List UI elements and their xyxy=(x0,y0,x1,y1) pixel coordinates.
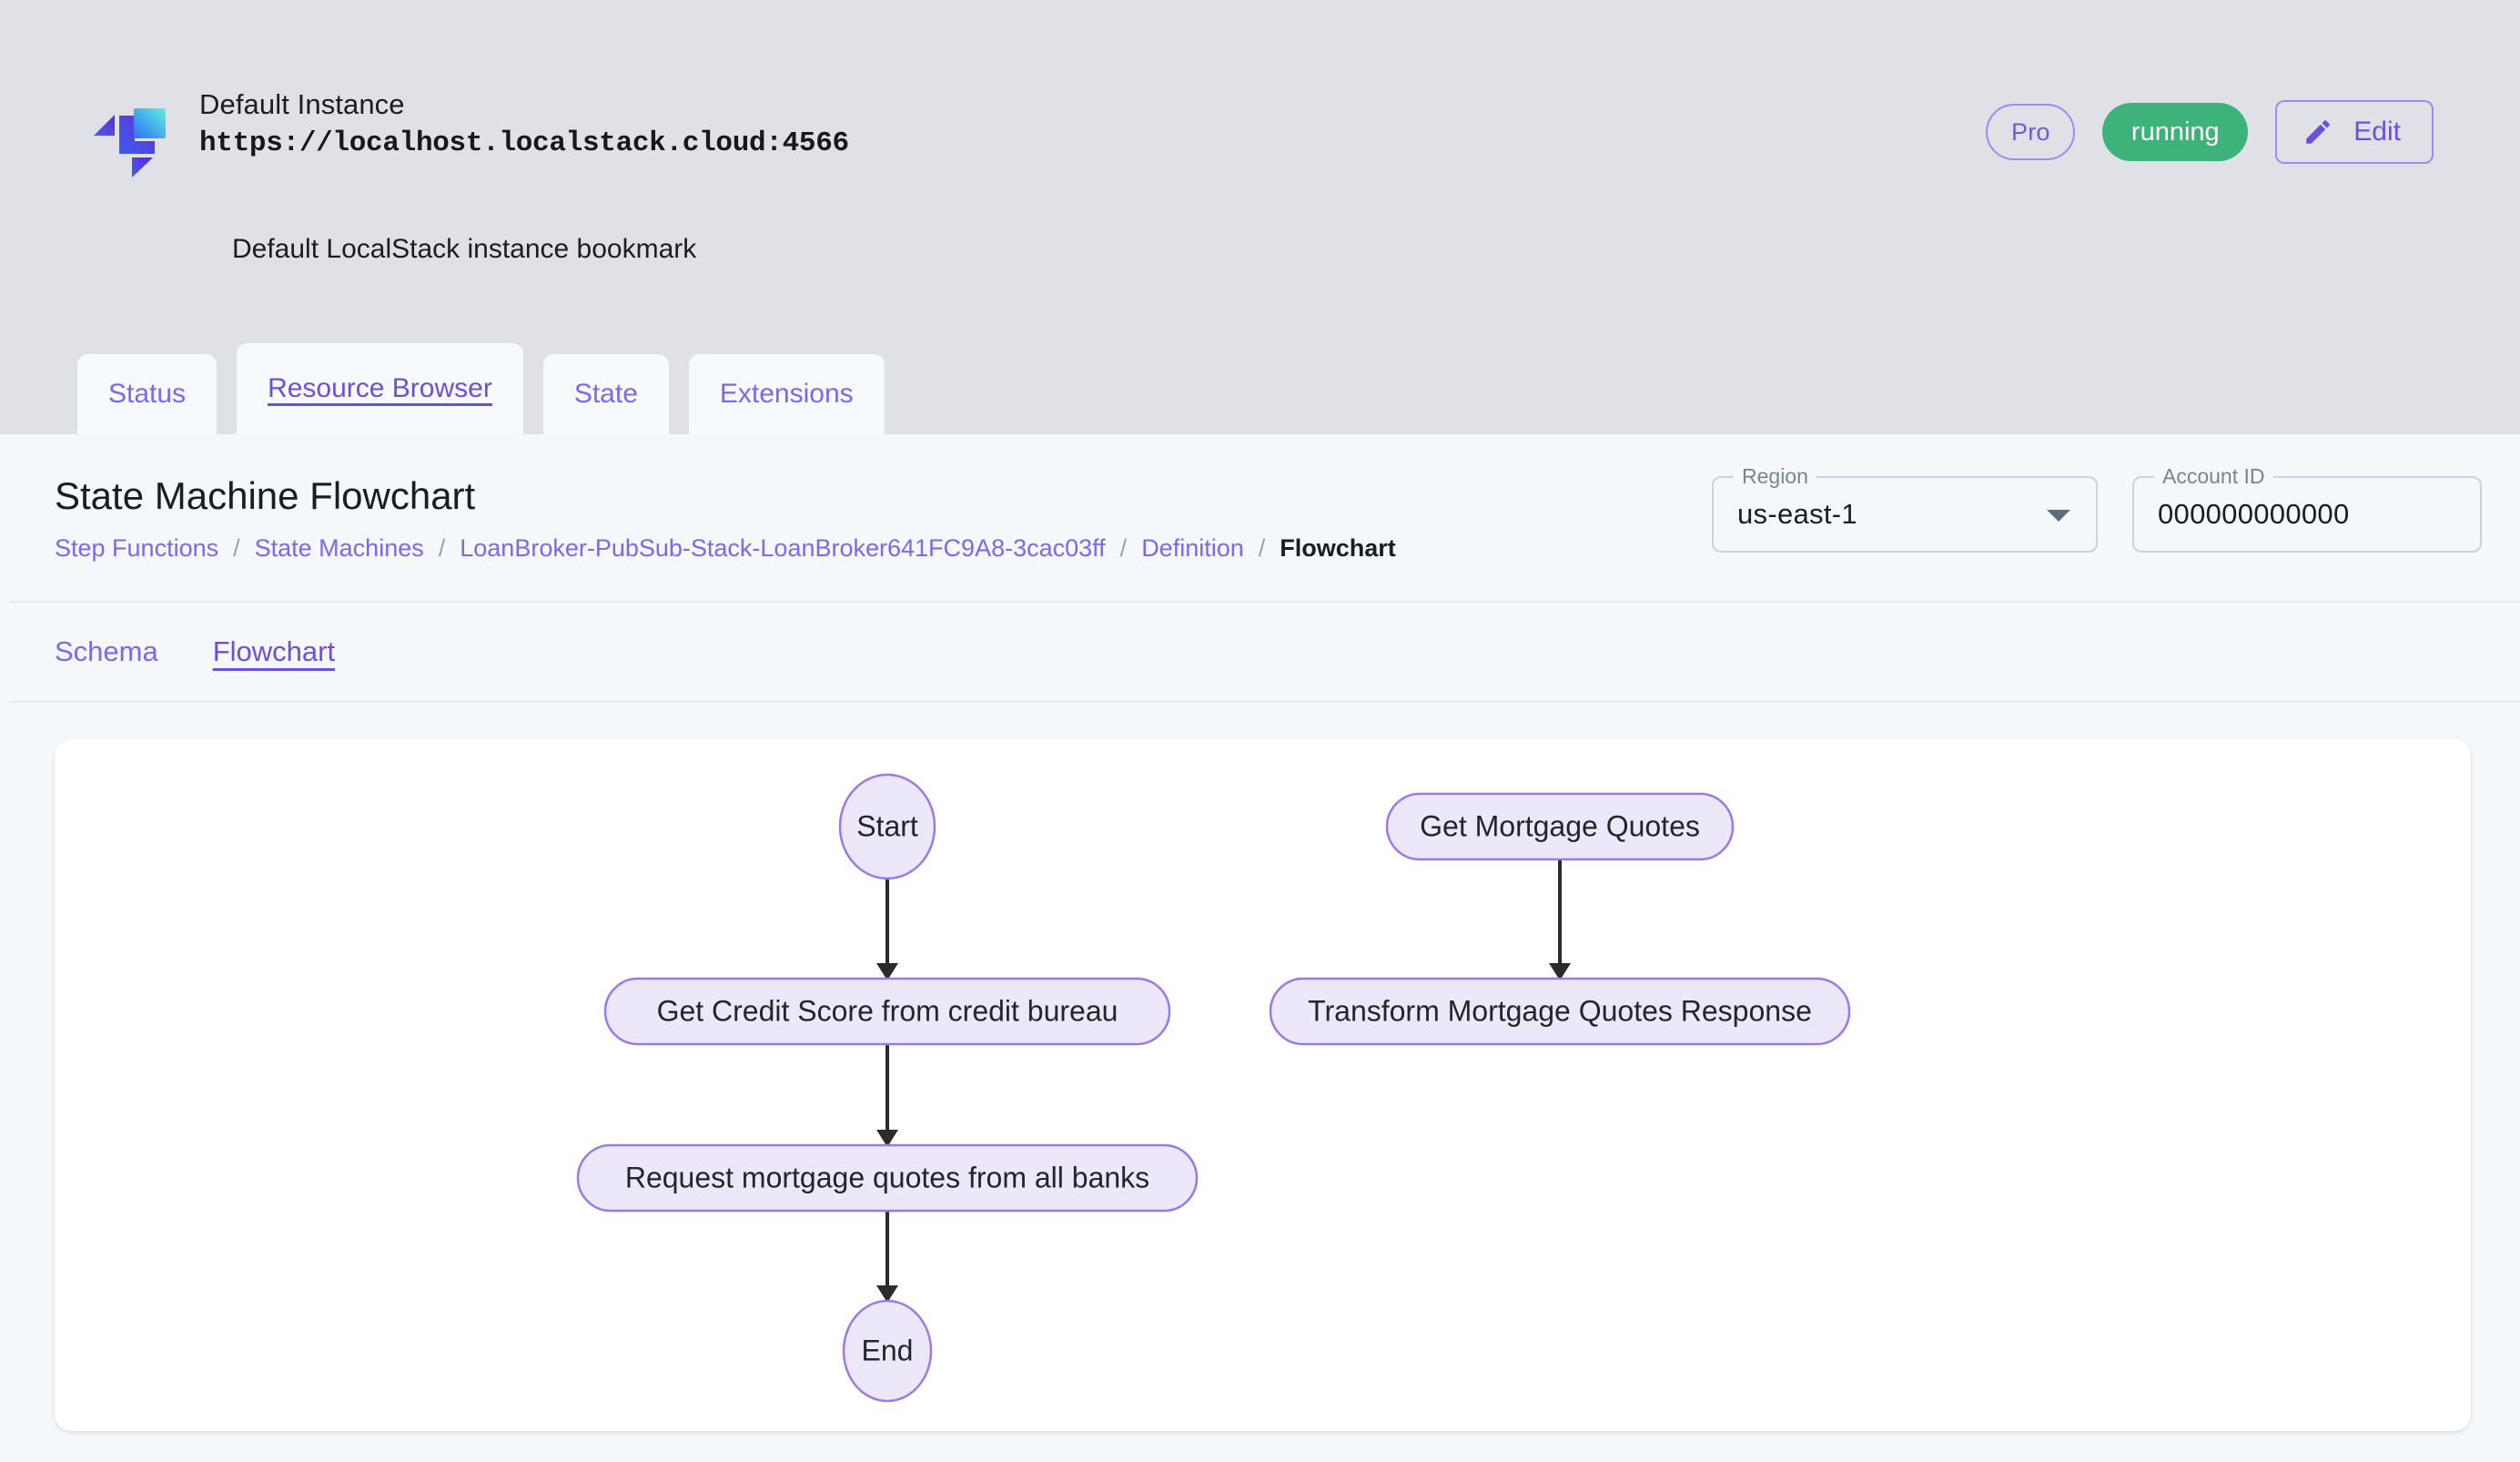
breadcrumb-separator: / xyxy=(1119,534,1128,562)
edit-button-label: Edit xyxy=(2353,117,2401,147)
region-label: Region xyxy=(1734,464,1817,488)
account-id-value: 000000000000 xyxy=(2158,498,2350,530)
edit-button[interactable]: Edit xyxy=(2275,100,2434,164)
account-id-label: Account ID xyxy=(2154,464,2273,488)
instance-description: Default LocalStack instance bookmark xyxy=(232,234,697,264)
subtab-schema[interactable]: Schema xyxy=(55,635,158,667)
flow-node-request-quotes-label: Request mortgage quotes from all banks xyxy=(625,1161,1149,1193)
scope-selectors: Region us-east-1 Account ID 000000000000 xyxy=(1712,464,2482,553)
flow-node-request-quotes[interactable]: Request mortgage quotes from all banks xyxy=(576,1143,1199,1213)
edge-get-mortgage-quotes-to-transform xyxy=(1549,859,1571,980)
flowchart-card: Start Get Credit Score from credit burea… xyxy=(55,739,2471,1431)
pro-badge[interactable]: Pro xyxy=(1986,104,2076,160)
header-actions: Pro running Edit xyxy=(1986,100,2434,164)
breadcrumb-item-definition[interactable]: Definition xyxy=(1141,534,1244,562)
status-badge: running xyxy=(2102,103,2249,161)
flow-node-transform-quotes-label: Transform Mortgage Quotes Response xyxy=(1308,994,1812,1027)
instance-text-block: Default Instance https://localhost.local… xyxy=(199,80,849,164)
edge-request-quotes-to-end xyxy=(876,1211,898,1303)
page-header: State Machine Flowchart Step Functions /… xyxy=(9,434,2520,603)
tab-status[interactable]: Status xyxy=(77,354,218,434)
definition-subtab-bar: Schema Flowchart xyxy=(9,603,2520,703)
flow-node-transform-quotes[interactable]: Transform Mortgage Quotes Response xyxy=(1269,977,1851,1046)
localstack-logo-icon xyxy=(86,86,174,178)
flow-node-get-mortgage-quotes-label: Get Mortgage Quotes xyxy=(1420,809,1700,842)
tab-extensions[interactable]: Extensions xyxy=(688,354,885,434)
flow-node-end-label: End xyxy=(862,1334,914,1366)
tab-state[interactable]: State xyxy=(542,354,669,434)
breadcrumb-separator: / xyxy=(233,534,240,562)
tab-resource-browser[interactable]: Resource Browser xyxy=(237,343,523,434)
breadcrumb-item-step-functions[interactable]: Step Functions xyxy=(55,534,219,562)
breadcrumb-separator: / xyxy=(438,534,446,562)
flow-node-get-credit-score-label: Get Credit Score from credit bureau xyxy=(657,994,1118,1027)
subtab-flowchart[interactable]: Flowchart xyxy=(212,635,336,667)
pencil-icon xyxy=(2302,117,2333,147)
region-value: us-east-1 xyxy=(1737,498,1857,530)
flow-node-get-mortgage-quotes[interactable]: Get Mortgage Quotes xyxy=(1385,792,1735,861)
flow-node-start-label: Start xyxy=(856,809,918,842)
breadcrumb: Step Functions / State Machines / LoanBr… xyxy=(55,533,1396,563)
instance-header: Default Instance https://localhost.local… xyxy=(0,0,2520,434)
edge-start-to-get-credit-score xyxy=(876,878,898,980)
breadcrumb-item-flowchart: Flowchart xyxy=(1280,534,1396,562)
flow-node-start[interactable]: Start xyxy=(838,773,936,880)
account-id-field[interactable]: Account ID 000000000000 xyxy=(2132,464,2482,553)
breadcrumb-item-state-machines[interactable]: State Machines xyxy=(254,534,424,562)
edge-get-credit-score-to-request-quotes xyxy=(876,1044,898,1147)
breadcrumb-item-state-machine-name[interactable]: LoanBroker-PubSub-Stack-LoanBroker641FC9… xyxy=(460,534,1106,562)
flow-node-get-credit-score[interactable]: Get Credit Score from credit bureau xyxy=(603,977,1171,1046)
breadcrumb-separator: / xyxy=(1258,534,1266,562)
page-title: State Machine Flowchart xyxy=(55,474,476,517)
instance-endpoint: https://localhost.localstack.cloud:4566 xyxy=(199,127,849,159)
chevron-down-icon xyxy=(2047,510,2070,522)
region-select[interactable]: Region us-east-1 xyxy=(1712,464,2098,553)
instance-summary: Default Instance https://localhost.local… xyxy=(86,80,2434,264)
state-machine-flowchart[interactable]: Start Get Credit Score from credit burea… xyxy=(55,739,2471,1431)
instance-name: Default Instance xyxy=(199,88,405,120)
main-tab-bar: Status Resource Browser State Extensions xyxy=(0,343,2520,434)
flow-node-end[interactable]: End xyxy=(842,1299,933,1403)
